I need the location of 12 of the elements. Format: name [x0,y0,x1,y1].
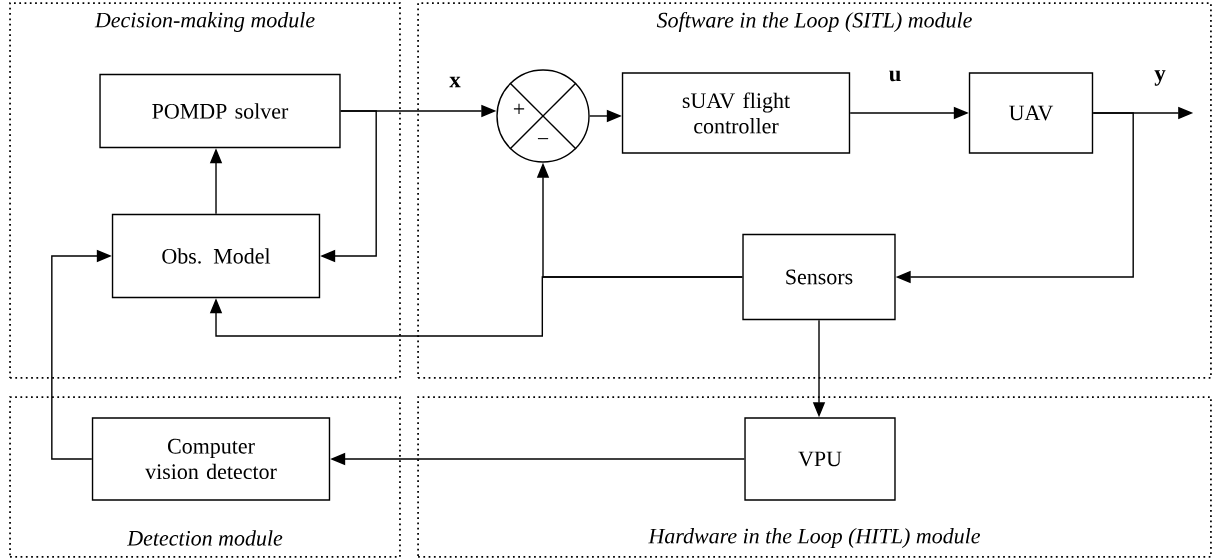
process-box: UAV [968,72,1094,154]
process-box: Computer vision detector [91,417,331,501]
process-box: VPU [744,417,896,501]
arrow [209,276,744,337]
process-box: POMDP solver [99,73,341,149]
edge-label: u [889,70,901,82]
process-box: Sensors [742,233,896,321]
edge-label: y [1154,70,1166,86]
edge-label: x [449,76,461,88]
process-box: Obs. Model [111,213,321,299]
process-box: sUAV flight controller [621,72,851,154]
summing-junction: + − [496,69,590,163]
